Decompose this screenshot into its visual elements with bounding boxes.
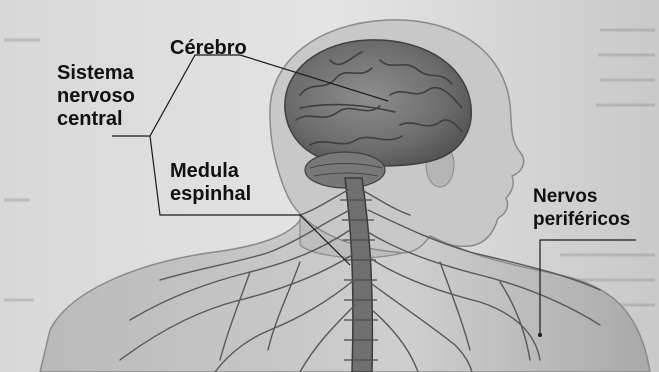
label-line: Nervos (533, 185, 630, 208)
label-line: nervoso (57, 85, 135, 108)
nerve-endpoint (538, 333, 542, 337)
label-line: Medula (170, 160, 251, 183)
peripheral-nerves-label: Nervos periféricos (533, 185, 630, 231)
label-line: espinhal (170, 183, 251, 206)
label-line: Sistema (57, 62, 135, 85)
brain-label: Cérebro (170, 37, 247, 60)
label-line: periféricos (533, 208, 630, 231)
label-line: central (57, 108, 135, 131)
spinal-cord-label: Medula espinhal (170, 160, 251, 206)
central-nervous-system-label: Sistema nervoso central (57, 62, 135, 131)
